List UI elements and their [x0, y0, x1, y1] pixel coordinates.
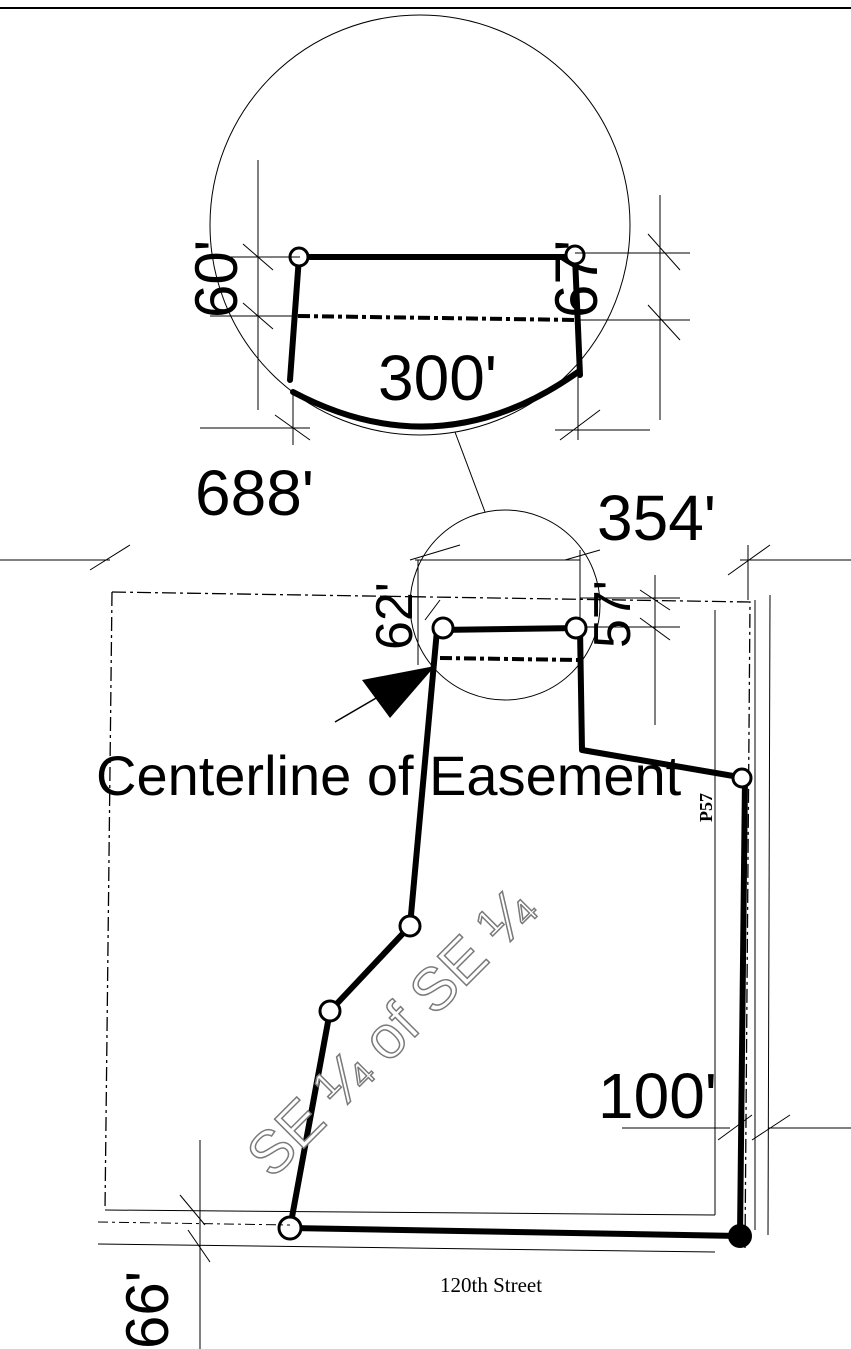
dim-label-688: 688' — [195, 457, 314, 529]
small-dim-tick — [424, 599, 441, 621]
row-boundary — [767, 594, 771, 1236]
centerline-pointer-arrow — [362, 666, 435, 718]
dim-label-66: 66' — [114, 1271, 181, 1349]
dim-label-67: 67' — [543, 240, 610, 318]
small-dim-tick — [639, 589, 671, 611]
small-dim-tick — [564, 549, 601, 561]
quarter-section-label: SE ¼ of SE ¼ — [234, 875, 549, 1190]
detail-dim-tick — [559, 409, 601, 441]
main-centerline — [439, 656, 581, 662]
dim-label-62: 62' — [366, 582, 424, 650]
detail-dim-tick — [647, 304, 681, 341]
dim-label-354: 354' — [597, 482, 716, 554]
route-node-filled — [728, 1224, 752, 1248]
detail-circle-small — [409, 509, 601, 701]
detail-route-arc — [290, 369, 581, 430]
street-row-line — [97, 1243, 716, 1253]
route-node — [318, 999, 342, 1023]
street-row-line — [97, 1221, 291, 1226]
detail-circle-large — [209, 14, 631, 436]
route-node — [564, 616, 588, 640]
dim-100-tick — [751, 1114, 791, 1141]
dim-label-300: 300' — [378, 342, 497, 414]
dim-label-60: 60' — [183, 240, 250, 318]
quarter-section-boundary — [104, 591, 113, 1211]
dim-label-57: 57' — [584, 580, 642, 648]
route-node — [431, 616, 455, 640]
detail-node-right — [564, 244, 586, 266]
detail-route-left — [287, 254, 302, 383]
overall-dim-tick — [727, 544, 771, 576]
detail-route-right — [572, 254, 583, 378]
dim-label-100: 100' — [598, 1060, 717, 1132]
detail-dim-tick — [242, 302, 274, 330]
small-dim-tick — [409, 544, 461, 561]
detail-dim-tick — [274, 414, 311, 441]
pole-label: P57 — [696, 793, 716, 822]
route-node — [277, 1215, 303, 1241]
centerline-label: Centerline of Easement — [96, 744, 682, 807]
small-dim-tick — [639, 617, 671, 641]
detail-leader-line — [454, 431, 486, 513]
route-node — [398, 914, 422, 938]
street-row-tick — [179, 1194, 206, 1226]
quarter-section-boundary — [111, 591, 751, 1249]
overall-dim-tick — [89, 544, 131, 571]
detail-dim-tick — [647, 233, 681, 271]
street-row-tick — [187, 1229, 211, 1263]
quarter-section-boundary — [104, 1209, 716, 1216]
dim-100-tick — [717, 1114, 753, 1141]
route-node — [731, 767, 753, 789]
street-label: 120th Street — [440, 1273, 542, 1297]
detail-centerline — [297, 314, 579, 322]
detail-dim-tick — [242, 243, 274, 271]
